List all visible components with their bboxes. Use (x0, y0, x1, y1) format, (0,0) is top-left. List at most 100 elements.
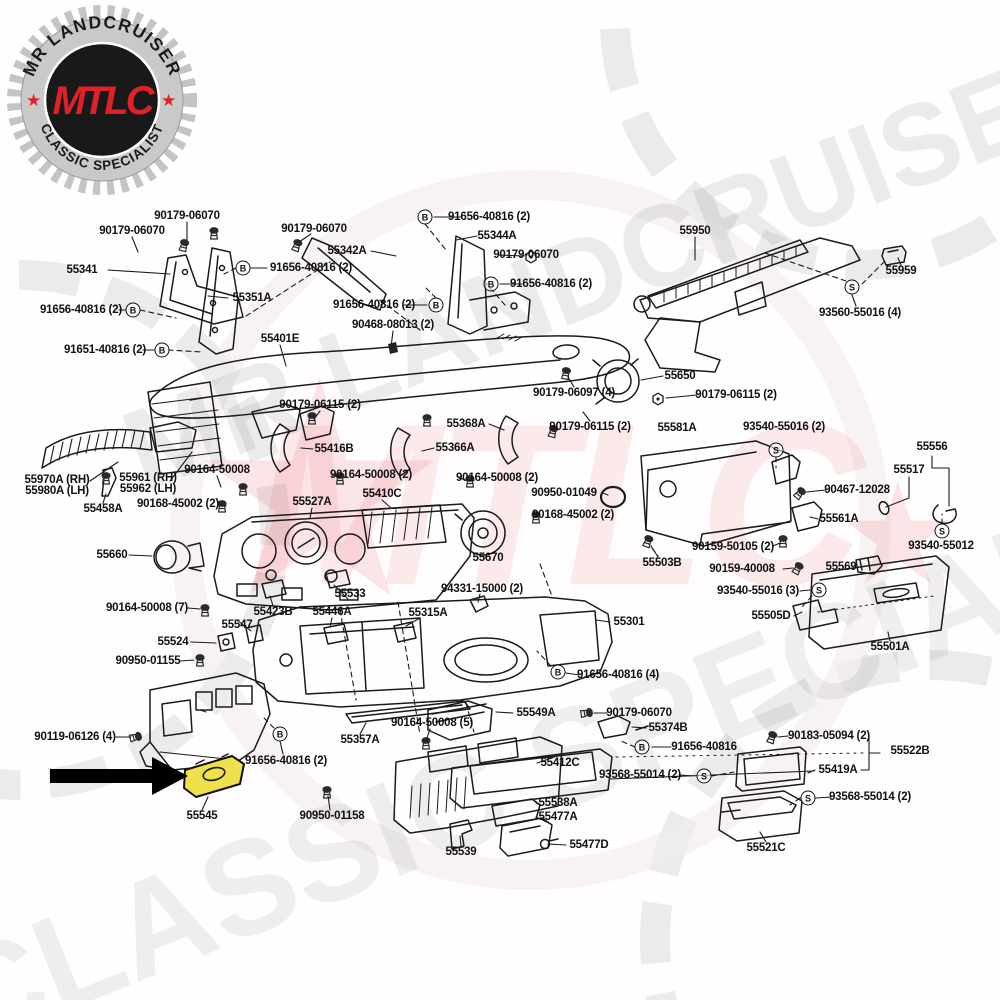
part-label-90179-06097-4-: 90179-06097 (4) (532, 387, 616, 399)
part-label-91656-40816-2-: 91656-40816 (2) (447, 211, 531, 223)
part-55539 (449, 819, 473, 850)
part-label-91656-40816-2-: 91656-40816 (2) (39, 304, 123, 316)
part-label-55368A: 55368A (446, 418, 486, 430)
part-label-55351A: 55351A (232, 292, 272, 304)
bolt-symbol: B (417, 209, 433, 225)
part-label-55533: 55533 (334, 588, 366, 600)
part-55569 (855, 555, 883, 575)
part-label-55670: 55670 (472, 552, 504, 564)
part-label-93540-55016-2-: 93540-55016 (2) (742, 421, 826, 433)
part-55419A-bezel (449, 748, 613, 809)
part-label-90168-45002-2-: 90168-45002 (2) (136, 498, 220, 510)
part-label-55547: 55547 (221, 619, 253, 631)
logo-gear-teeth (7, 5, 197, 195)
part-label-55539: 55539 (445, 846, 477, 858)
part-cluster-lower-finish (149, 672, 271, 771)
part-label-55538A: 55538A (538, 797, 578, 809)
part-label-55524: 55524 (157, 636, 189, 648)
part-label-91656-40816-2-: 91656-40816 (2) (509, 278, 593, 290)
part-label-55477A: 55477A (538, 811, 578, 823)
part-label-90950-01158: 90950-01158 (299, 810, 365, 822)
part-label-93540-55012: 93540-55012 (908, 540, 974, 552)
part-55549A (427, 700, 493, 741)
part-55416B (270, 423, 291, 473)
part-label-90950-01049: 90950-01049 (531, 487, 597, 499)
part-label-55503B: 55503B (642, 557, 682, 569)
part-label-55980A-LH-: 55980A (LH) (25, 485, 89, 497)
bolt-symbol: B (154, 342, 170, 358)
part-55959 (881, 245, 907, 266)
part-55561A (791, 501, 823, 532)
part-label-90164-50008: 90164-50008 (184, 464, 250, 476)
bolt-symbol: B (634, 739, 650, 755)
part-55412C (393, 736, 563, 834)
part-label-90467-12028: 90467-12028 (824, 484, 890, 496)
part-label-55342A: 55342A (327, 245, 367, 257)
part-label-55556: 55556 (916, 441, 948, 453)
part-label-55357A: 55357A (340, 734, 380, 746)
part-label-90119-06126-4-: 90119-06126 (4) (34, 731, 116, 743)
part-label-91656-40816-2-: 91656-40816 (2) (332, 299, 416, 311)
part-55527A (213, 503, 475, 611)
part-label-91656-40816: 91656-40816 (671, 741, 737, 753)
part-label-55505D: 55505D (751, 610, 791, 622)
part-55446A (323, 623, 349, 645)
part-label-55458A: 55458A (83, 503, 123, 515)
part-55368A (498, 415, 519, 465)
part-label-90159-50105-2-: 90159-50105 (2) (691, 541, 775, 553)
bolt-symbol: B (550, 664, 566, 680)
part-label-93568-55014-2-: 93568-55014 (2) (598, 769, 682, 781)
bolt-symbol: B (235, 260, 251, 276)
part-label-90950-01155: 90950-01155 (115, 655, 181, 667)
part-label-90179-06070: 90179-06070 (154, 210, 220, 222)
part-label-55581A: 55581A (657, 422, 697, 434)
part-55401E (149, 335, 631, 419)
part-label-55412C: 55412C (540, 757, 580, 769)
part-label-90179-06115-2-: 90179-06115 (2) (695, 389, 777, 401)
part-55521C (718, 790, 803, 842)
part-label-55527A: 55527A (292, 496, 332, 508)
part-label-90164-50008-5-: 90164-50008 (5) (390, 717, 474, 729)
part-label-55962-LH-: 55962 (LH) (119, 483, 177, 495)
bolt-symbol: B (428, 297, 444, 313)
part-label-55549A: 55549A (516, 707, 556, 719)
screw-symbol: S (811, 582, 827, 598)
part-label-90179-06070: 90179-06070 (99, 225, 165, 237)
part-label-55660: 55660 (96, 549, 128, 561)
part-55533 (325, 569, 351, 589)
part-55547 (245, 624, 264, 644)
part-label-55545: 55545 (186, 810, 218, 822)
part-label-90164-50008-2-: 90164-50008 (2) (455, 472, 539, 484)
part-55650 (596, 359, 640, 403)
screw-symbol: S (696, 768, 712, 784)
part-55342A (301, 237, 387, 311)
part-label-93560-55016-4-: 93560-55016 (4) (818, 307, 902, 319)
part-label-55344A: 55344A (477, 230, 517, 242)
part-55961 (251, 403, 335, 441)
part-label-90179-06115-2-: 90179-06115 (2) (279, 399, 361, 411)
screw-symbol: S (768, 442, 784, 458)
part-label-55561A: 55561A (819, 513, 859, 525)
part-55315A (393, 621, 417, 643)
screw-symbol: S (844, 279, 860, 295)
part-label-55477D: 55477D (569, 839, 609, 851)
part-55670 (460, 510, 506, 556)
logo-star-right-icon: ★ (161, 91, 176, 110)
part-55660 (153, 540, 191, 574)
part-55301 (252, 596, 613, 708)
part-label-55419A: 55419A (818, 764, 858, 776)
part-label-55950: 55950 (679, 225, 711, 237)
logo-star-left-icon: ★ (26, 91, 41, 110)
bolt-symbol: B (483, 276, 499, 292)
part-label-94331-15000-2-: 94331-15000 (2) (440, 583, 524, 595)
highlight-arrow (50, 757, 188, 795)
part-label-90179-06070: 90179-06070 (281, 223, 347, 235)
part-90950-01049 (599, 485, 627, 509)
part-label-55341: 55341 (66, 264, 98, 276)
part-label-55446A: 55446A (312, 606, 352, 618)
part-55950 (639, 237, 861, 323)
bolt-symbol: B (272, 726, 288, 742)
part-label-90168-45002-2-: 90168-45002 (2) (531, 509, 615, 521)
